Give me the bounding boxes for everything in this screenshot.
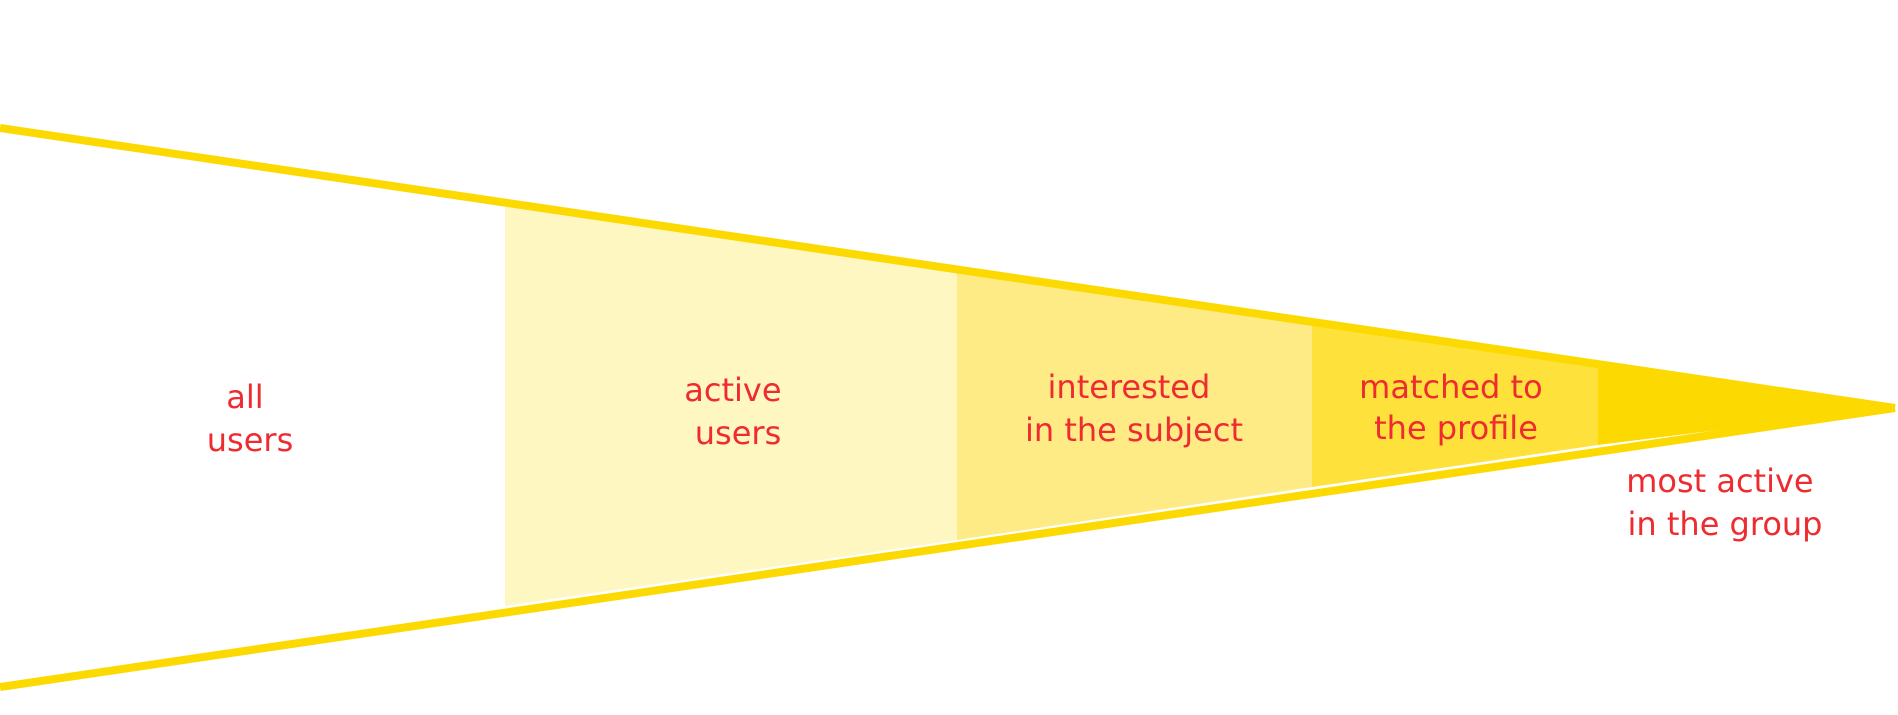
label-interested-line2: in the subject [1025,411,1243,449]
label-most-active-in-the-group: most active in the group [1626,462,1824,543]
label-active-users-line1: active [684,371,781,409]
label-all-users: all users [207,378,293,459]
label-interested-in-the-subject: interested in the subject [1025,368,1243,449]
label-all-users-line2: users [207,421,293,459]
band-matched-to-the-profile [1312,323,1598,487]
band-active-users [505,203,957,606]
funnel-lower-edge [0,404,1896,691]
label-interested-line1: interested [1048,368,1211,406]
label-matched-line1: matched to [1359,368,1543,406]
label-matched-line2: the profile [1374,409,1538,447]
label-all-users-line1: all [226,378,263,416]
band-most-active-tip [1598,365,1895,445]
label-matched-to-the-profile: matched to the profile [1359,368,1553,447]
label-most-active-line1: most active [1626,462,1813,500]
funnel-upper-edge [0,124,1896,412]
label-active-users: active users [684,371,791,452]
label-active-users-line2: users [695,414,781,452]
label-most-active-line2: in the group [1628,505,1823,543]
band-interested-in-the-subject [957,270,1312,540]
